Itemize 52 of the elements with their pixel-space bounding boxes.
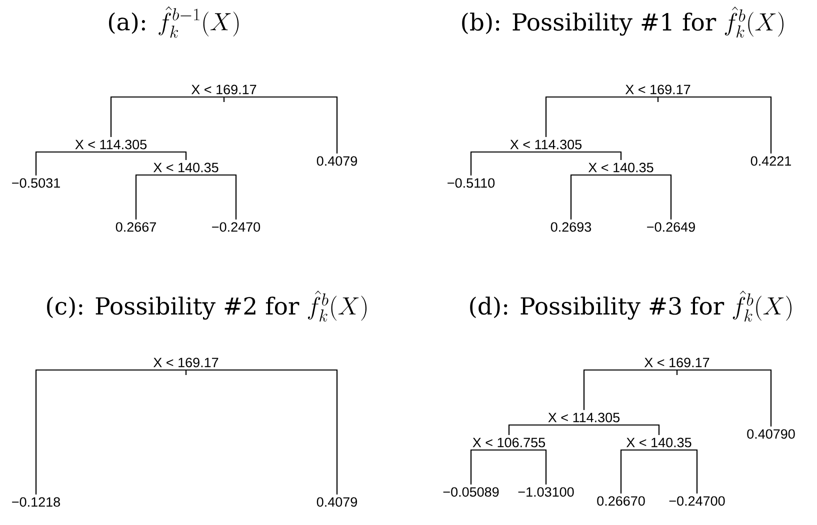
leaf-value: −0.1218 [12,497,60,507]
tree-branch [583,369,677,410]
tree-branch [621,174,672,220]
leaf-value: −0.5031 [12,178,60,188]
split-condition: X < 169.17 [153,358,218,368]
tree-branch [509,449,547,485]
leaf-value: −0.24700 [669,496,725,506]
tree-branch [658,96,772,154]
leaf-value: 0.26670 [597,496,645,506]
tree-branch [659,449,698,494]
split-condition: X < 140.35 [588,162,654,172]
tree-branch [545,96,658,138]
split-condition: X < 169.17 [625,84,690,94]
split-condition: X < 140.35 [153,162,218,172]
tree-branch [224,96,338,154]
leaf-value: −0.5110 [448,178,495,188]
leaf-value: 0.2667 [116,222,156,232]
split-condition: X < 169.17 [191,84,256,94]
tree-branch [470,151,546,176]
leaf-value: 0.4221 [750,156,791,166]
panel-title: $\text{(d): Possibility \#3 for }\hat{f}_k^{b}(X)$ [470,290,792,322]
split-condition: X < 114.305 [75,140,147,150]
leaf-value: 0.4079 [316,497,357,507]
panel-title: $\text{(a): }\hat{f}_k^{b-1}(X)$ [109,6,239,38]
tree-branch [110,96,224,138]
tree-branch [111,151,187,160]
tree-branch [677,369,772,427]
split-condition: X < 114.305 [510,140,582,150]
leaf-value: −0.2470 [212,222,260,232]
tree-branch [470,449,509,485]
tree-branch [508,424,584,436]
leaf-value: −0.05089 [443,487,499,497]
split-condition: X < 140.35 [626,438,692,448]
tree-branch [570,174,621,220]
tree-branch [584,424,660,436]
leaf-value: 0.2693 [550,222,592,232]
leaf-value: 0.4079 [316,156,357,166]
tree-branch [135,174,186,220]
split-condition: X < 114.305 [548,412,620,422]
leaf-value: 0.40790 [747,429,795,439]
tree-branch [35,151,111,176]
tree-branch [186,369,338,494]
leaf-value: −1.03100 [518,487,574,497]
panel-title: $\text{(c): Possibility \#2 for }\hat{f}_k^{b}(X)$ [47,290,367,322]
tree-branch [186,174,237,220]
panel-title: $\text{(b): Possibility \#1 for }\hat{f}_k^{b}(X)$ [462,6,784,38]
leaf-value: −0.2649 [647,222,695,232]
split-condition: X < 106.755 [472,438,546,448]
split-condition: X < 169.17 [644,358,710,368]
tree-branch [546,151,622,160]
tree-branch [620,449,659,494]
tree-branch [35,369,186,494]
